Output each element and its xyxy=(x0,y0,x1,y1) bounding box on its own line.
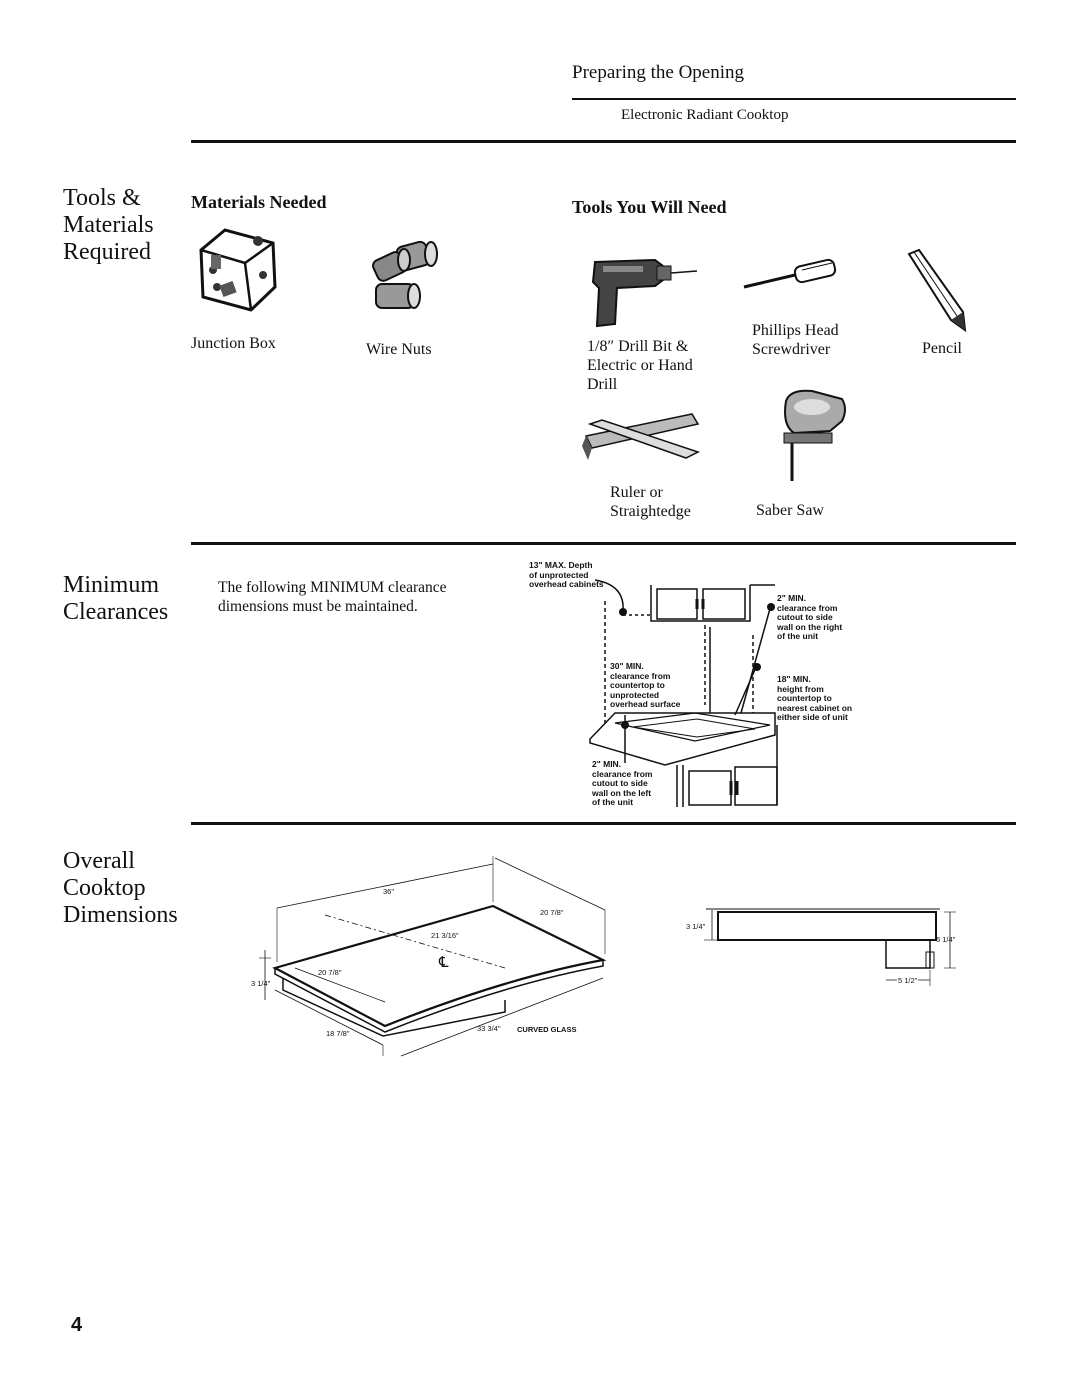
dim-side-total-height: 6 1/4" xyxy=(936,935,956,944)
tool-label-screwdriver: Phillips Head Screwdriver xyxy=(752,322,839,358)
dim-top-depth-left: 20 7/8" xyxy=(318,968,342,977)
tools-heading: Tools You Will Need xyxy=(572,197,727,217)
section-divider-bottom xyxy=(191,822,1016,825)
dim-side-top-height: 3 1/4" xyxy=(686,922,706,931)
page-number: 4 xyxy=(71,1314,83,1336)
clearance-diagram xyxy=(589,579,778,807)
tools-section-title: Tools & Materials Required xyxy=(63,185,154,265)
materials-heading: Materials Needed xyxy=(191,192,327,212)
dim-top-center-depth: 21 3/16" xyxy=(431,931,459,940)
page-header-title: Preparing the Opening xyxy=(572,62,745,83)
tool-label-saber-saw: Saber Saw xyxy=(756,502,824,519)
callout-side-cabinet: 18" MIN. height from countertop to neare… xyxy=(777,674,853,723)
header-divider xyxy=(572,98,1016,100)
screwdriver-icon xyxy=(743,258,837,289)
material-label-junction-box: Junction Box xyxy=(191,335,276,352)
dim-side-box-width: 5 1/2" xyxy=(897,976,919,985)
page-header-subtitle: Electronic Radiant Cooktop xyxy=(621,107,789,123)
dim-base-depth: 18 7/8" xyxy=(326,1029,350,1038)
dim-top-height: 3 1/4" xyxy=(251,979,271,988)
section-divider-middle xyxy=(191,542,1016,545)
cooktop-top-view-drawing xyxy=(259,856,607,1057)
ruler-icon xyxy=(582,413,700,460)
centerline-symbol: ℄ xyxy=(439,954,449,971)
junction-box-icon xyxy=(199,228,277,312)
tool-label-pencil: Pencil xyxy=(922,340,962,357)
section-divider-top xyxy=(191,140,1016,143)
curved-glass-note: CURVED GLASS xyxy=(517,1025,577,1034)
material-label-wire-nuts: Wire Nuts xyxy=(366,341,432,358)
callout-overhead-surface: 30" MIN. clearance from countertop to un… xyxy=(610,661,681,710)
dim-top-width: 36" xyxy=(383,887,395,896)
dim-base-width: 33 3/4" xyxy=(477,1024,501,1033)
wire-nuts-icon xyxy=(372,240,438,309)
tool-label-drill: 1/8″ Drill Bit & Electric or Hand Drill xyxy=(587,338,693,393)
saber-saw-icon xyxy=(783,389,846,481)
callout-right-wall: 2" MIN. clearance from cutout to side wa… xyxy=(777,593,843,642)
callout-left-wall: 2" MIN. clearance from cutout to side wa… xyxy=(592,759,653,808)
clearances-description: The following MINIMUM clearance dimensio… xyxy=(218,579,447,615)
drill-icon xyxy=(591,258,698,328)
dim-top-depth-right: 20 7/8" xyxy=(540,908,564,917)
callout-overhead-depth: 13" MAX. Depth of unprotected overhead c… xyxy=(529,560,604,590)
dimensions-section-title: Overall Cooktop Dimensions xyxy=(63,848,178,928)
clearances-section-title: Minimum Clearances xyxy=(63,572,169,625)
pencil-icon xyxy=(907,248,967,333)
tool-label-ruler: Ruler or Straightedge xyxy=(610,484,691,520)
cooktop-side-view-drawing xyxy=(704,908,956,986)
